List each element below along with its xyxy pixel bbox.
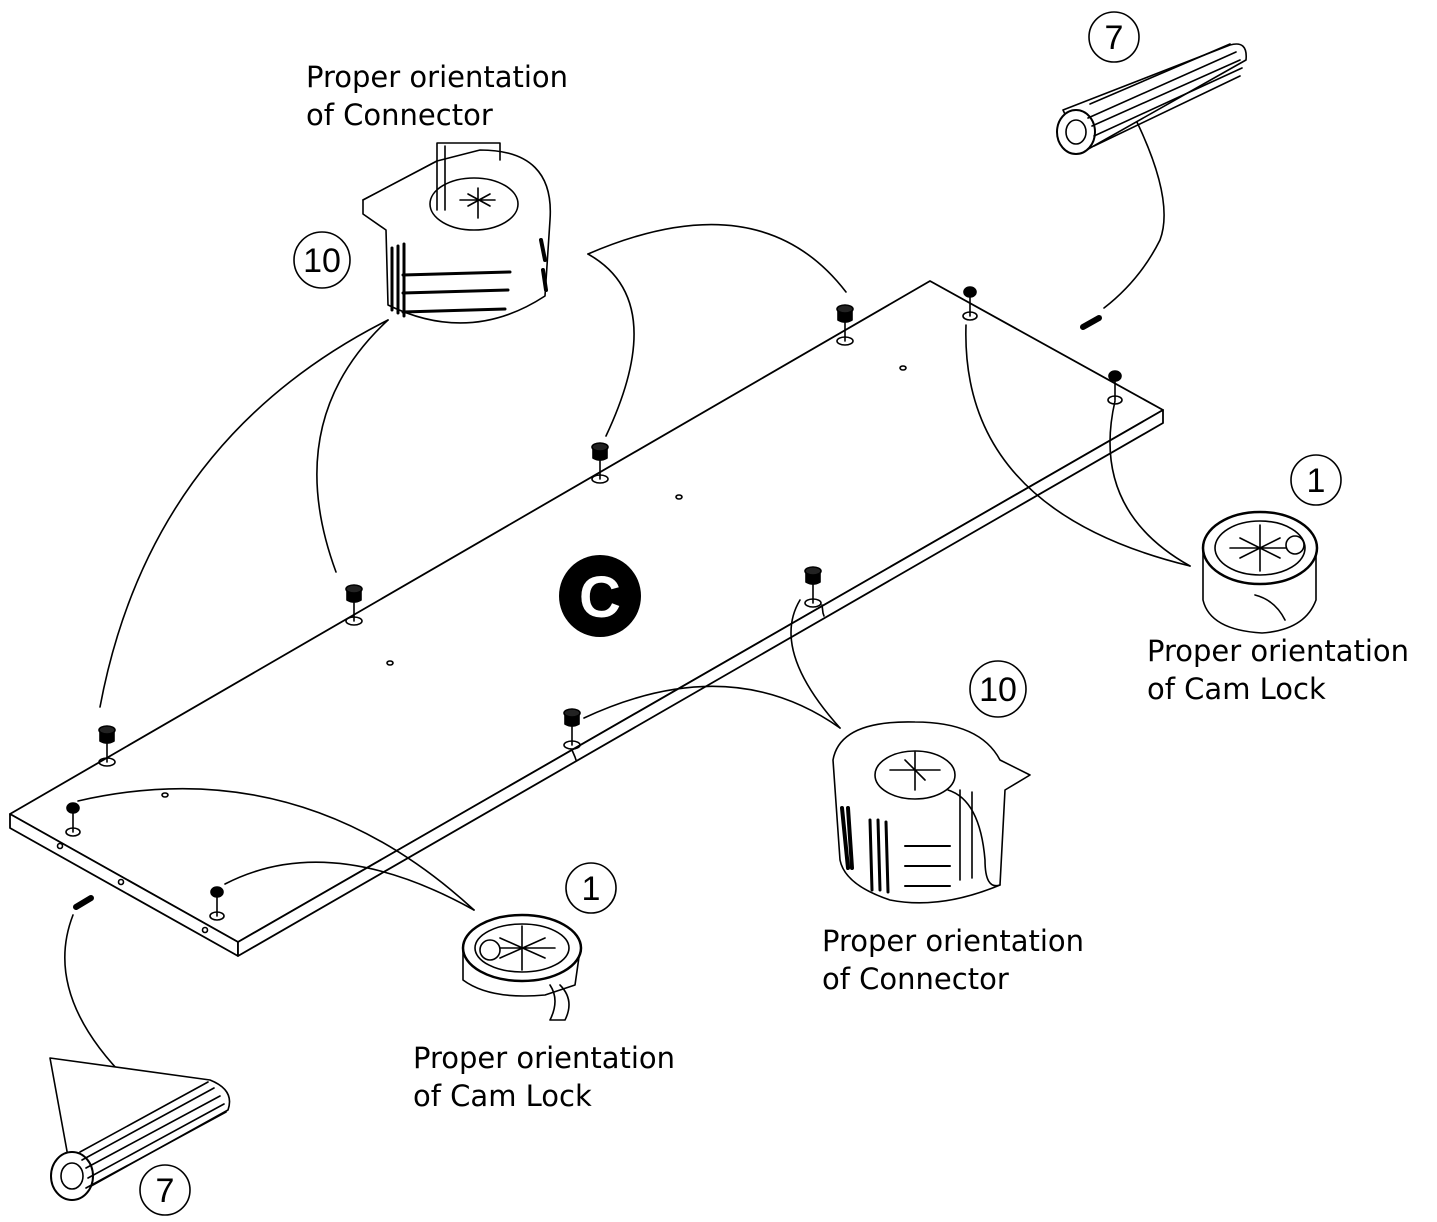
panel-label-badge: C xyxy=(559,555,641,637)
part-number-callout: 7 xyxy=(140,1165,190,1215)
caption-line: Proper orientation xyxy=(306,60,569,94)
leader-lines xyxy=(65,118,1190,1092)
caption-line: of Cam Lock xyxy=(1147,672,1326,706)
board-connector xyxy=(564,709,580,749)
cam-lock-detail-bottom xyxy=(463,915,581,1020)
cam-lock-caption-bottom: Proper orientation of Cam Lock xyxy=(413,1039,675,1115)
svg-text:10: 10 xyxy=(303,242,341,280)
part-number-callouts: 10 7 1 10 1 7 xyxy=(140,12,1341,1215)
dowel-detail-bottom xyxy=(50,1058,230,1200)
board-connector xyxy=(346,585,362,625)
board-cam-locks xyxy=(66,287,1122,920)
board-cam-lock xyxy=(210,887,224,920)
svg-text:7: 7 xyxy=(1105,19,1124,57)
caption-line: Proper orientation xyxy=(413,1041,676,1075)
svg-text:7: 7 xyxy=(156,1172,175,1210)
connector-caption-bottom: Proper orientation of Connector xyxy=(822,922,1084,998)
connector-detail-top xyxy=(363,143,550,323)
caption-line: of Cam Lock xyxy=(413,1079,592,1113)
connector-caption-top: Proper orientation of Connector xyxy=(306,58,568,134)
caption-line: Proper orientation xyxy=(822,924,1085,958)
cam-lock-detail-right xyxy=(1203,512,1317,633)
board-connectors xyxy=(99,305,853,766)
board-connector xyxy=(592,443,608,483)
connector-detail-bottom xyxy=(833,722,1030,903)
part-number-callout: 10 xyxy=(294,232,350,288)
board-dowels xyxy=(76,318,1099,907)
board-cam-lock xyxy=(66,803,80,836)
svg-text:1: 1 xyxy=(582,870,601,908)
part-number-callout: 10 xyxy=(970,661,1026,717)
board-connector xyxy=(837,305,853,345)
part-number-callout: 1 xyxy=(1291,455,1341,505)
caption-line: Proper orientation xyxy=(1147,634,1410,668)
caption-line: of Connector xyxy=(306,98,493,132)
cam-lock-caption-right: Proper orientation of Cam Lock xyxy=(1147,632,1409,708)
board-cam-lock xyxy=(963,287,977,320)
dowel-detail-top xyxy=(1057,44,1246,154)
part-number-callout: 1 xyxy=(566,863,616,913)
svg-text:10: 10 xyxy=(979,671,1017,709)
svg-text:1: 1 xyxy=(1307,462,1326,500)
board-cam-lock xyxy=(1108,371,1122,404)
board-connector xyxy=(99,726,115,766)
panel-letter: C xyxy=(579,565,621,630)
board-connector xyxy=(805,567,821,607)
caption-line: of Connector xyxy=(822,962,1009,996)
part-number-callout: 7 xyxy=(1089,12,1139,62)
